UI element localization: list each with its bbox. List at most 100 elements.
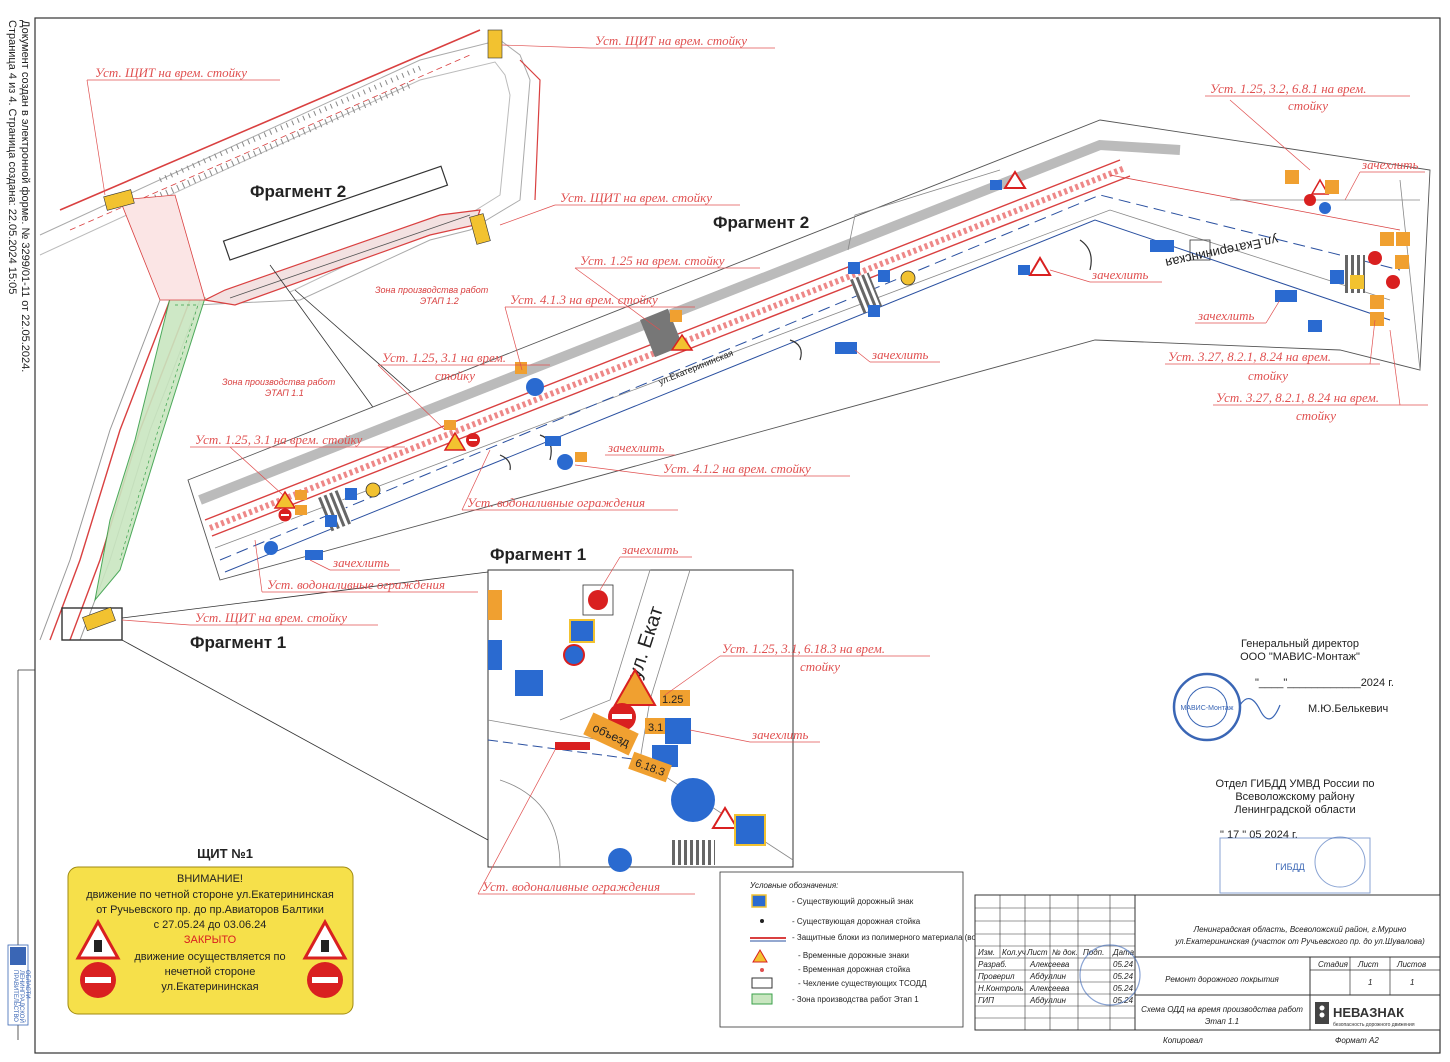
tb-row1-name: Абдуллин [1029,972,1067,981]
company-sub: безопасность дорожного движения [1333,1022,1415,1028]
side-note-line2: Страница 4 из 4. Страница создана: 22.05… [6,20,18,294]
annotations: Уст. ЩИТ на врем. стойку Уст. ЩИТ на вре… [86,33,1428,626]
tb-row3-role: ГИП [978,996,994,1005]
tb-format: Формат А2 [1335,1036,1379,1045]
director-org: ООО "МАВИС-Монтаж" [1240,651,1360,663]
annotation-4: Уст. ЩИТ на врем. стойку [195,610,347,625]
annotation-2: Уст. ЩИТ на врем. стойку [595,33,747,48]
director-title: Генеральный директор [1241,638,1359,650]
tb-hdr-5: Дата [1112,948,1135,957]
logo-line2: ЛЕНИНГРАДСКОЙ [18,970,26,1023]
fragment1-label-left: Фрагмент 1 [190,633,286,652]
fragment2-label-top: Фрагмент 2 [250,182,346,201]
director-name: М.Ю.Белькевич [1308,703,1388,715]
annotation-13: Уст. водоналивные ограждения [467,495,645,510]
annotation-11: зачехлить [607,440,665,455]
tb-row0-date: 05.24 [1113,960,1134,969]
annotation-22a: Уст. 1.25, 3.1, 6.18.3 на врем. [722,641,885,656]
tb-row2-name: Алексеева [1029,984,1070,993]
annotation-24: Уст. водоналивные ограждения [482,879,660,894]
company-stamp-text: МАВИС-Монтаж [1181,705,1234,712]
approvals: Генеральный директор ООО "МАВИС-Монтаж" … [1172,638,1394,894]
legend: Условные обозначения: - Существующий дор… [719,871,1071,1028]
road-network-left [39,29,541,841]
tb-row3-date: 05.24 [1113,996,1134,1005]
tb-row1-role: Проверил [978,972,1015,981]
tb-col-sheets: Листов [1396,960,1426,969]
annotation-19a: Уст. 3.27, 8.2.1, 8.24 на врем. [1168,349,1331,364]
tb-row2-date: 05.24 [1113,984,1134,993]
legend-item-0: - Существующий дорожный знак [792,897,914,906]
annotation-5a: Уст. 1.25, 3.2, 6.8.1 на врем. [1210,81,1367,96]
shield-line6: ул.Екатерининская [161,981,258,993]
annotation-5b: стойку [1288,98,1328,113]
tb-row1-date: 05.24 [1113,972,1134,981]
zone-1-2-stage: ЭТАП 1.2 [420,296,459,306]
legend-item-3: - Временные дорожные знаки [798,951,909,960]
crosswalk-1 [318,489,352,532]
fragment1-inset: ул. Екат 1.25 3.1 объезд 6.18.3 [487,569,794,872]
tb-hdr-0: Изм. [978,948,995,957]
title-block: Изм. Кол.уч Лист № док. Подп. Дата Разра… [974,894,1441,1045]
tb-row0-name: Алексеева [1029,960,1070,969]
tb-row2-role: Н.Контроль [978,984,1024,993]
annotation-20b: стойку [1296,408,1336,423]
tb-hdr-1: Кол.уч [1002,948,1026,957]
gibdd-stamp-text: ГИБДД [1275,862,1304,872]
tb-address1: Ленинградская область, Всеволожский райо… [1193,925,1407,934]
crosswalk-3 [850,272,883,314]
tb-sheet-title1: Схема ОДД на время производства работ [1141,1005,1303,1014]
tb-hdr-3: № док. [1052,948,1078,957]
annotation-9a: Уст. 1.25, 3.1 на врем. [382,350,506,365]
tb-col-stage: Стадия [1318,960,1349,969]
sheet-frame [34,17,1441,1054]
legend-item-2: - Защитные блоки из полимерного материал… [792,933,1071,942]
shield-line5: нечетной стороне [165,966,256,978]
shield-line1: движение по четной стороне ул.Екатеринин… [86,889,334,901]
tb-row3-name: Абдуллин [1029,996,1067,1005]
annotation-12: Уст. 4.1.2 на врем. стойку [663,461,811,476]
company-stamp [1172,672,1242,742]
tb-project: Ремонт дорожного покрытия [1165,975,1279,984]
annotation-21: зачехлить [621,542,679,557]
logo-line1: ПРАВИТЕЛЬСТВО [12,970,18,1022]
gibdd-line1: Отдел ГИБДД УМВД России по [1215,778,1374,790]
shield-attention: ВНИМАНИЕ! [177,873,243,885]
annotation-20a: Уст. 3.27, 8.2.1, 8.24 на врем. [1216,390,1379,405]
annotation-14: зачехлить [332,555,390,570]
inset-125: 1.25 [662,694,683,706]
side-note-line1: Документ создан в электронной форме. № 3… [19,20,31,372]
tb-row0-role: Разраб. [978,960,1007,969]
approval-stamp [1079,944,1141,1006]
shield-closed: ЗАКРЫТО [184,934,237,946]
main-road-strip [187,119,1431,581]
annotation-1: Уст. ЩИТ на врем. стойку [95,65,247,80]
annotation-7: Уст. 1.25 на врем. стойку [580,253,725,268]
annotation-19b: стойку [1248,368,1288,383]
annotation-18: зачехлить [1197,308,1255,323]
legend-item-4: - Временная дорожная стойка [798,965,911,974]
inset-roadworks-sign-icon [613,667,657,706]
logo-line3: ОБЛАСТИ [24,970,30,999]
fragment1-box-map [61,607,123,641]
work-zone-1-2 [222,165,449,261]
annotation-10: Уст. 1.25, 3.1 на врем. стойку [195,432,363,447]
gibdd-line2: Всеволожскому району [1235,791,1355,803]
shield-line4: движение осуществляется по [134,951,285,963]
zone-1-1-label: Зона производства работ [222,377,336,387]
legend-item-1: - Существующая дорожная стойка [792,917,921,926]
gibdd-stamp [1219,837,1371,894]
company-logo: НЕВАЗНАК безопасность дорожного движения [1315,1002,1415,1028]
zone-1-1-stage: ЭТАП 1.1 [265,388,304,398]
tb-hdr-4: Подп. [1083,948,1104,957]
zone-1-2-label: Зона производства работ [375,285,489,295]
tb-val-sheets: 1 [1410,978,1414,987]
tb-val-sheet: 1 [1368,978,1372,987]
arrow-sign-icon [264,541,278,555]
annotation-6: зачехлить [1361,157,1419,172]
annotation-16: зачехлить [871,347,929,362]
tb-col-sheet: Лист [1357,960,1379,969]
fragment1-label-inset: Фрагмент 1 [490,545,586,564]
legend-title: Условные обозначения: [749,881,838,890]
